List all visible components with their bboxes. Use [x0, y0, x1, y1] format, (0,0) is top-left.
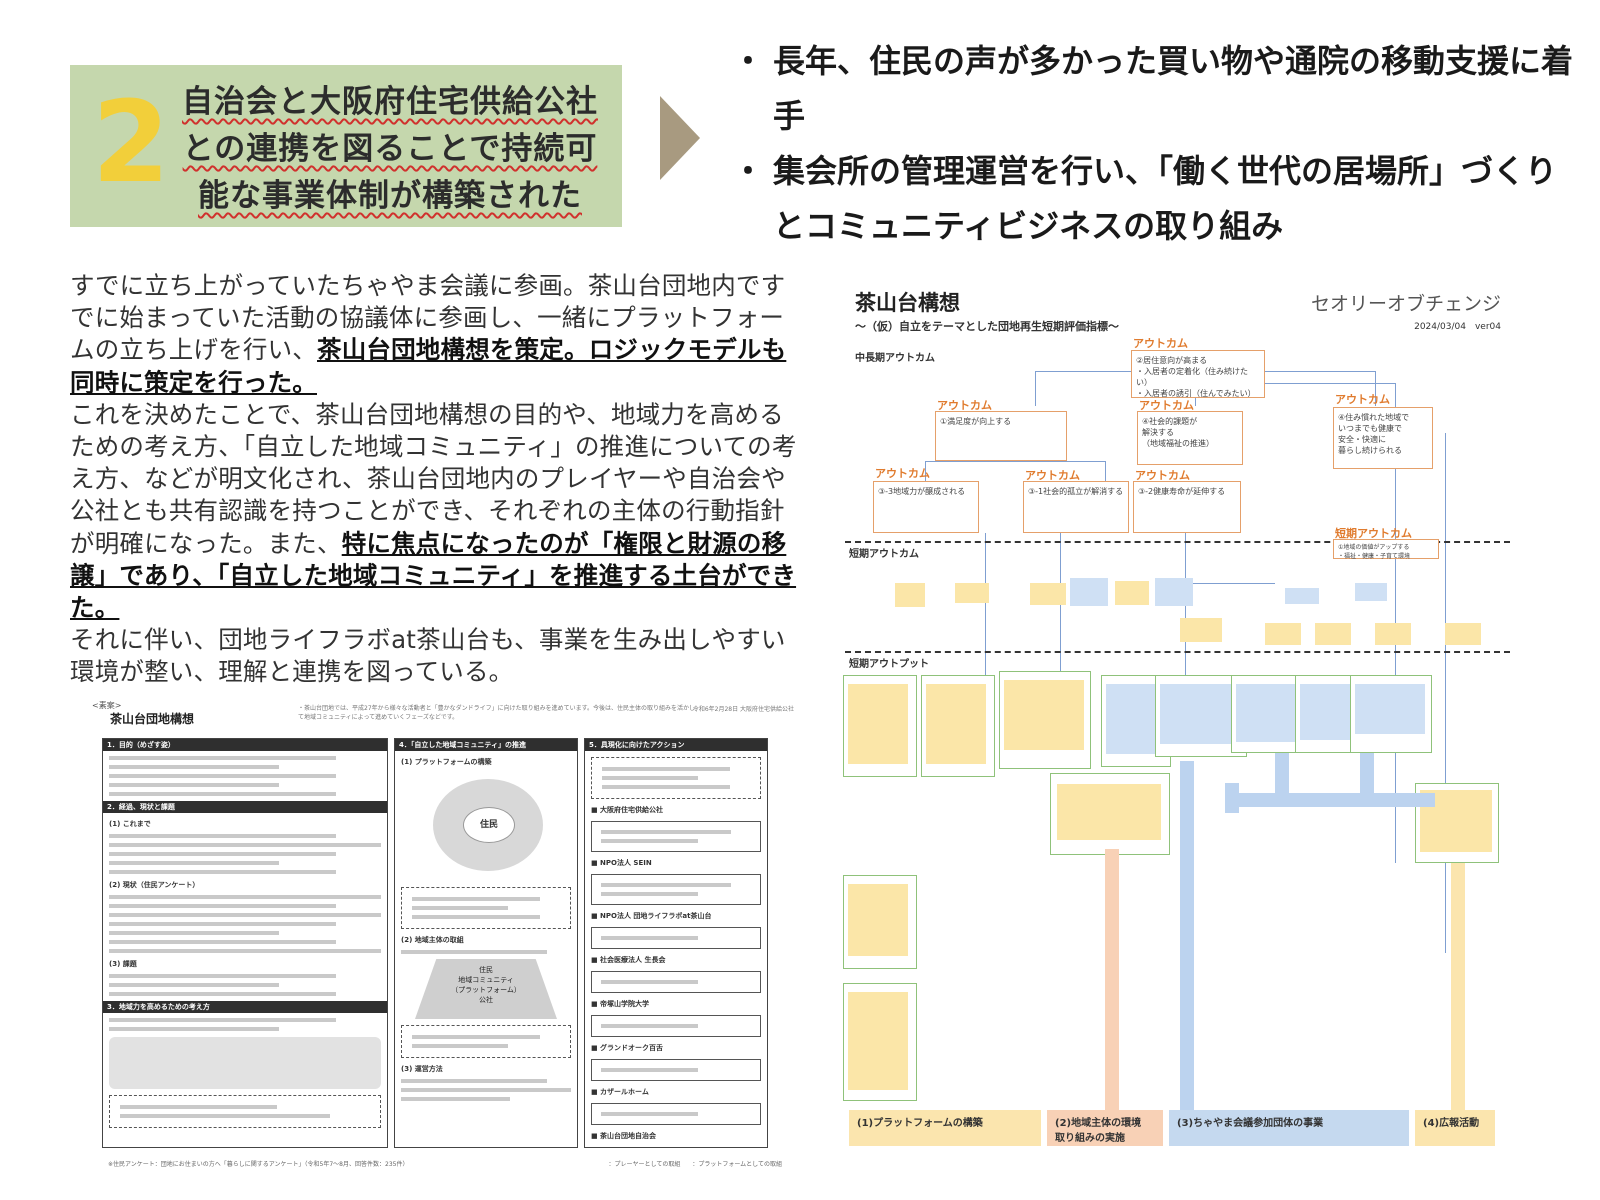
bullet-item: 長年、住民の声が多かった買い物や通院の移動支援に着手 — [732, 34, 1580, 144]
underlined-emphasis: 特に焦点になったのが「権限と財源の移譲」であり、「自立した地域コミュニティ」を推… — [70, 528, 797, 623]
platform-center: 住民 — [463, 807, 515, 843]
section-output: 短期アウトプット — [849, 659, 929, 670]
doc-flow-diagram — [109, 1037, 381, 1089]
plan-document-thumbnail: <素案> 茶山台団地構想 ・茶山台団地では、平成27年から様々な活動者と「豊かな… — [88, 700, 802, 1170]
doc-col-heading: 5．具現化に向けたアクション — [585, 739, 767, 751]
doc-subheading: (2) 地域主体の取組 — [401, 936, 464, 944]
doc-col-heading: 3．地域力を高めるための考え方 — [103, 1001, 387, 1013]
logic-model-diagram: 茶山台構想 〜（仮）自立をテーマとした団地再生短期評価指標〜 セオリーオブチェン… — [843, 283, 1515, 1173]
paragraph-3: それに伴い、団地ライフラボat茶山台も、事業を生み出しやすい環境が整い、理解と連… — [70, 625, 786, 687]
doc-subheading: ■ 社会医療法人 生長会 — [591, 956, 666, 964]
section-title-line-1: 自治会と大阪府住宅供給公社 — [182, 84, 598, 120]
right-arrow-icon — [660, 96, 700, 180]
doc-subheading: ■ 茶山台団地自治会 — [591, 1132, 657, 1140]
doc-subheading: (1) これまで — [109, 820, 151, 828]
section-badge: 2 自治会と大阪府住宅供給公社 との連携を図ることで持続可 能な事業体制が構築さ… — [70, 65, 622, 227]
doc-col-heading: 2．経過、現状と課題 — [103, 801, 387, 813]
separator-line — [845, 651, 1510, 653]
outcome-label: アウトカム — [1335, 393, 1390, 406]
outcome-label: アウトカム — [1133, 337, 1188, 350]
doc-subheading: ■ NPO法人 団地ライフラボat茶山台 — [591, 912, 712, 920]
doc-footnote: ※住民アンケート：団地にお住まいの方へ「暮らしに関するアンケート」（令和5年7〜… — [108, 1161, 409, 1168]
outcome-box: ①満足度が向上する — [935, 411, 1067, 461]
paragraph-1: すでに立ち上がっていたちゃやま会議に参画。茶山台団地内ですでに始まっていた活動の… — [70, 271, 787, 397]
paragraph-2: これを決めたことで、茶山台団地構想の目的や、地域力を高めるための考え方、「自立し… — [70, 399, 797, 623]
section-long-term: 中長期アウトカム — [855, 353, 935, 364]
section-title: 自治会と大阪府住宅供給公社 との連携を図ることで持続可 能な事業体制が構築された — [170, 79, 610, 220]
category-platform: (1)プラットフォームの構築 — [849, 1110, 1041, 1146]
logic-model-title: 茶山台構想 — [855, 291, 960, 315]
doc-subheading: (3) 課題 — [109, 960, 137, 968]
section-number: 2 — [92, 78, 170, 208]
doc-date: 令和6年2月28日 大阪府住宅供給公社 — [692, 706, 794, 713]
doc-col-heading: 4．「自立した地域コミュニティ」の推進 — [395, 739, 577, 751]
doc-subheading: ■ NPO法人 SEIN — [591, 859, 652, 867]
underlined-emphasis: 茶山台団地構想を策定。ロジックモデルも同時に策定を行った。 — [70, 335, 787, 397]
logic-model-subtitle: 〜（仮）自立をテーマとした団地再生短期評価指標〜 — [855, 320, 1119, 333]
category-member-projects: (3)ちゃやま会議参加団体の事業 — [1169, 1110, 1409, 1146]
doc-col-heading: 1．目的（めざす姿） — [103, 739, 387, 751]
doc-subheading: (3) 運営方法 — [401, 1065, 443, 1073]
doc-legend: ：プレーヤーとしての取組 ：プラットフォームとしての取組 — [608, 1161, 782, 1168]
outcome-box: ③-2健康寿命が延伸する — [1133, 481, 1241, 533]
doc-tag: <素案> — [92, 701, 122, 710]
doc-subheading: ■ カザールホーム — [591, 1088, 649, 1096]
bullet-item: 集会所の管理運営を行い、「働く世代の居場所」づくりとコミュニティビジネスの取り組… — [732, 144, 1580, 254]
outcome-box: ②居住意向が高まる ・入居者の定着化（住み続けたい） ・入居者の誘引（住んでみた… — [1131, 350, 1265, 398]
outcome-box: ③-1社会的孤立が解消する — [1023, 481, 1129, 533]
doc-title: 茶山台団地構想 — [110, 712, 195, 726]
outcome-label: アウトカム — [1139, 399, 1194, 412]
outcome-box: ④住み慣れた地域で いつまでも健康で 安全・快適に 暮らし続けられる — [1333, 407, 1433, 469]
category-local-actions: (2)地域主体の環境 取り組みの実施 — [1047, 1110, 1163, 1146]
category-pr: (4)広報活動 — [1415, 1110, 1495, 1146]
outcome-box: ③-3地域力が醸成される — [873, 481, 979, 533]
doc-subheading: ■ 大阪府住宅供給公社 — [591, 806, 664, 814]
body-text: すでに立ち上がっていたちゃやま会議に参画。茶山台団地内ですでに始まっていた活動の… — [70, 270, 800, 689]
outcome-label: アウトカム — [1025, 469, 1080, 482]
outcome-label: アウトカム — [875, 467, 930, 480]
separator-line — [845, 541, 1510, 543]
doc-column-2: 4．「自立した地域コミュニティ」の推進 (1) プラットフォームの構築 住民 (… — [394, 738, 578, 1148]
platform-diagram: 住民 — [403, 771, 569, 881]
short-outcome-label: 短期アウトカム — [1335, 527, 1412, 540]
outcome-label: アウトカム — [937, 399, 992, 412]
doc-column-1: 1．目的（めざす姿） 2．経過、現状と課題 (1) これまで (2) 現状（住民… — [102, 738, 388, 1148]
section-title-line-2: との連携を図ることで持続可 — [182, 131, 598, 167]
logic-model-date: 2024/03/04 ver04 — [1414, 322, 1501, 332]
doc-subheading: ■ グランドオーク百舌 — [591, 1044, 664, 1052]
doc-column-3: 5．具現化に向けたアクション ■ 大阪府住宅供給公社 ■ NPO法人 SEIN … — [584, 738, 768, 1148]
doc-subheading: (2) 現状（住民アンケート） — [109, 881, 200, 889]
section-short-term: 短期アウトカム — [849, 549, 919, 560]
doc-subheading: (1) プラットフォームの構築 — [401, 758, 492, 766]
logic-model-company: セオリーオブチェンジ — [1310, 293, 1501, 315]
outcome-box: ④社会的課題が 解決する （地域福祉の推進） — [1137, 411, 1243, 465]
short-outcome-box: ①地域の価値がアップする ・福祉・健康・子育て環境 — [1333, 539, 1439, 560]
section-title-line-3: 能な事業体制が構築された — [198, 178, 582, 214]
doc-note: ・茶山台団地では、平成27年から様々な活動者と「豊かなダンドライフ」に向けた取り… — [298, 705, 696, 721]
result-bullets: 長年、住民の声が多かった買い物や通院の移動支援に着手 集会所の管理運営を行い、「… — [732, 34, 1580, 254]
doc-subheading: ■ 帝塚山学院大学 — [591, 1000, 650, 1008]
outcome-label: アウトカム — [1135, 469, 1190, 482]
support-pyramid: 住民 地域コミュニティ （プラットフォーム） 公社 — [415, 959, 557, 1019]
